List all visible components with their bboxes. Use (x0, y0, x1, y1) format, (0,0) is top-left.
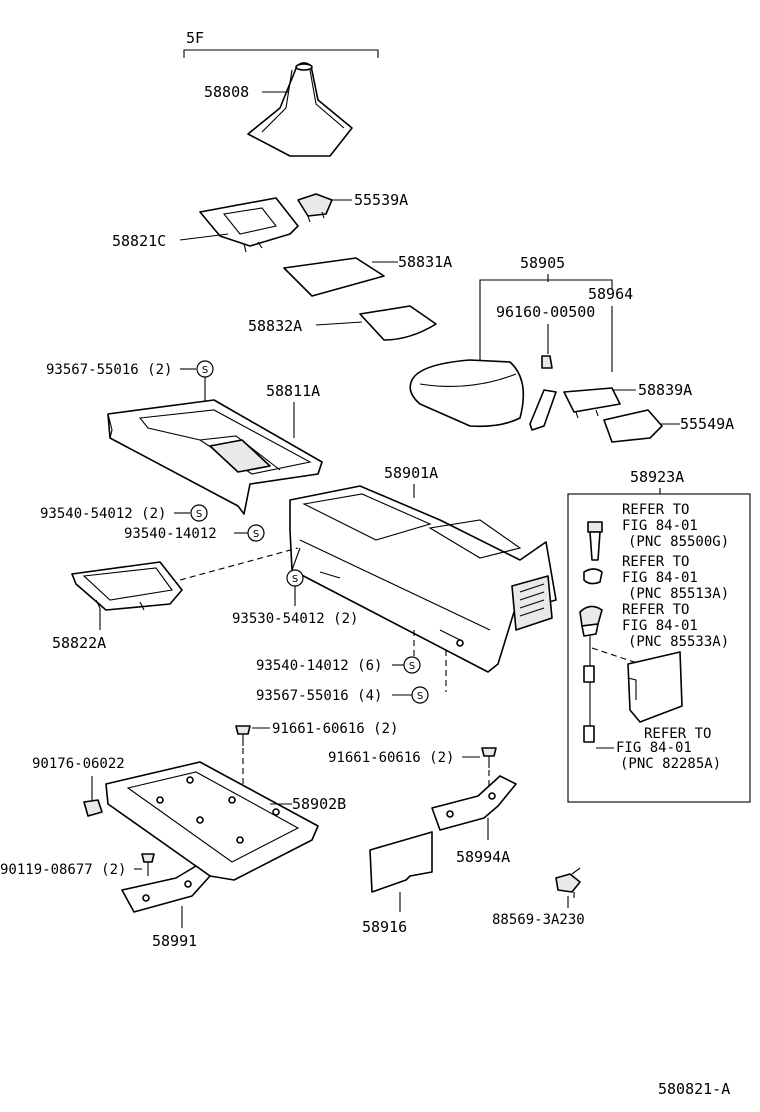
plate-58821C (199, 197, 299, 253)
label-58832A: 58832A (248, 317, 302, 335)
ref-2-line2: FIG 84-01 (622, 570, 698, 586)
svg-text:S: S (253, 529, 259, 540)
ref-4-line2: FIG 84-01 (616, 740, 692, 756)
socket-icon (579, 605, 603, 637)
bolt-90119 (141, 853, 155, 876)
label-93567-55016-2: 93567-55016 (2) (46, 362, 172, 378)
ref-1-line2: FIG 84-01 (622, 518, 698, 534)
label-55549A: 55549A (680, 415, 734, 433)
part-58839A (563, 387, 621, 419)
ref-4-line3: (PNC 82285A) (620, 756, 721, 772)
label-58902B: 58902B (292, 795, 346, 813)
label-58839A: 58839A (638, 381, 692, 399)
label-58822A: 58822A (52, 634, 106, 652)
label-93540-14012-6: 93540-14012 (6) (256, 658, 382, 674)
svg-text:S: S (202, 365, 208, 376)
socket-ring-icon (583, 568, 603, 585)
label-55539A: 55539A (354, 191, 408, 209)
screw-symbol-1: S (196, 360, 214, 378)
label-58994A: 58994A (456, 848, 510, 866)
label-58808: 58808 (204, 83, 249, 101)
bolt-91661-a (235, 725, 251, 746)
svg-text:S: S (292, 574, 298, 585)
frame-58902B (105, 761, 319, 881)
bracket-58994A (431, 775, 517, 831)
label-58916: 58916 (362, 918, 407, 936)
label-90176-06022: 90176-06022 (32, 756, 125, 772)
lid-hinge (529, 355, 557, 431)
label-90119-08677-2: 90119-08677 (2) (0, 862, 126, 878)
console-box-58901A (289, 485, 557, 673)
group-bracket (183, 49, 379, 58)
shift-boot (247, 62, 353, 157)
mat-58831A (283, 257, 385, 297)
screw-symbol-6: S (411, 686, 429, 704)
label-58923A: 58923A (630, 468, 684, 486)
ref-4-line1: REFER TO (644, 726, 711, 742)
ref-2-line1: REFER TO (622, 554, 689, 570)
screw-symbol-3: S (247, 524, 265, 542)
label-93540-54012-2: 93540-54012 (2) (40, 506, 166, 522)
console-upper-58811A (107, 399, 323, 515)
ref-3-line2: FIG 84-01 (622, 618, 698, 634)
mat-58832A (359, 305, 437, 341)
svg-text:S: S (417, 691, 423, 702)
cover-55549A (603, 409, 663, 443)
clip-88569 (555, 867, 581, 898)
svg-text:S: S (409, 661, 415, 672)
screw-symbol-5: S (403, 656, 421, 674)
ref-2-line3: (PNC 85513A) (628, 586, 729, 602)
wire-harness-icon (583, 636, 641, 743)
label-58811A: 58811A (266, 382, 320, 400)
label-91661-60616-b: 91661-60616 (2) (328, 750, 454, 766)
nut-90176 (83, 799, 103, 817)
label-93540-14012: 93540-14012 (124, 526, 217, 542)
label-96160-00500: 96160-00500 (496, 303, 595, 321)
ref-3-line3: (PNC 85533A) (628, 634, 729, 650)
accessory-panel (627, 651, 683, 723)
group-label: 5F (186, 29, 204, 47)
tray-58822A (71, 561, 183, 611)
bolt-91661-b (481, 747, 497, 768)
ref-1-line1: REFER TO (622, 502, 689, 518)
label-91661-60616-a: 91661-60616 (2) (272, 721, 398, 737)
label-93530-54012-2: 93530-54012 (2) (232, 611, 358, 627)
svg-text:S: S (196, 509, 202, 520)
ref-1-line3: (PNC 85500G) (628, 534, 729, 550)
label-58831A: 58831A (398, 253, 452, 271)
clip-55539A (297, 193, 333, 223)
lighter-icon (587, 521, 603, 561)
screw-symbol-2: S (190, 504, 208, 522)
pad-58916 (369, 831, 433, 893)
label-93567-55016-4: 93567-55016 (4) (256, 688, 382, 704)
label-58821C: 58821C (112, 232, 166, 250)
bracket-58991 (121, 865, 211, 913)
label-88569-3A230: 88569-3A230 (492, 912, 585, 928)
screw-symbol-4: S (286, 569, 304, 587)
armrest-lid (409, 359, 525, 428)
ref-3-line1: REFER TO (622, 602, 689, 618)
accessory-box (567, 493, 751, 803)
label-58991: 58991 (152, 932, 197, 950)
label-58901A: 58901A (384, 464, 438, 482)
label-58964: 58964 (588, 285, 633, 303)
figure-code: 580821-A (658, 1080, 730, 1098)
label-58905: 58905 (520, 254, 565, 272)
